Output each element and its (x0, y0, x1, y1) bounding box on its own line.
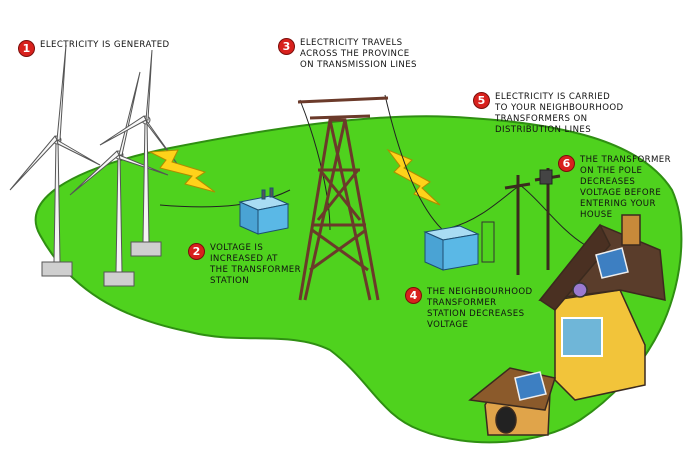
transformer-icon (238, 187, 290, 235)
lightning-bolt-icon (148, 149, 216, 193)
step-label: Electricity travels across the province … (300, 38, 417, 70)
step-badge: 2 (188, 243, 205, 260)
transmission-tower-icon (297, 96, 389, 301)
doghouse-icon (468, 367, 556, 436)
step-6: 6 The transformer on the pole decreases … (558, 155, 695, 221)
step-label: The transformer on the pole decreases vo… (580, 155, 672, 220)
grass-field (34, 115, 683, 444)
step-3: 3 Electricity travels across the provinc… (278, 38, 417, 71)
solar-panel-icon (514, 371, 547, 401)
step-2: 2 Voltage is increased at the transforme… (188, 243, 301, 287)
step-badge: 6 (558, 155, 575, 172)
house-icon (538, 214, 666, 401)
step-badge: 5 (473, 92, 490, 109)
wind-turbine-icon (9, 44, 179, 287)
transmission-lines (159, 94, 586, 246)
step-label: Electricity is Generated (40, 40, 170, 50)
step-label: Voltage is increased at the transformer … (210, 243, 302, 286)
utility-pole-icon (504, 168, 561, 275)
step-5: 5 Electricity is carried to your neighbo… (473, 92, 624, 136)
step-badge: 4 (405, 287, 422, 304)
solar-panel-icon (595, 247, 629, 279)
step-1: 1 Electricity is Generated (18, 40, 170, 57)
step-badge: 1 (18, 40, 35, 57)
step-badge: 3 (278, 38, 295, 55)
step-label: Electricity is carried to your neighbour… (495, 92, 624, 135)
step-4: 4 The neighbourhood transformer station … (405, 287, 533, 331)
transformer-icon (423, 221, 495, 271)
lightning-bolt-icon (386, 148, 441, 206)
step-label: The neighbourhood transformer station de… (427, 287, 533, 330)
